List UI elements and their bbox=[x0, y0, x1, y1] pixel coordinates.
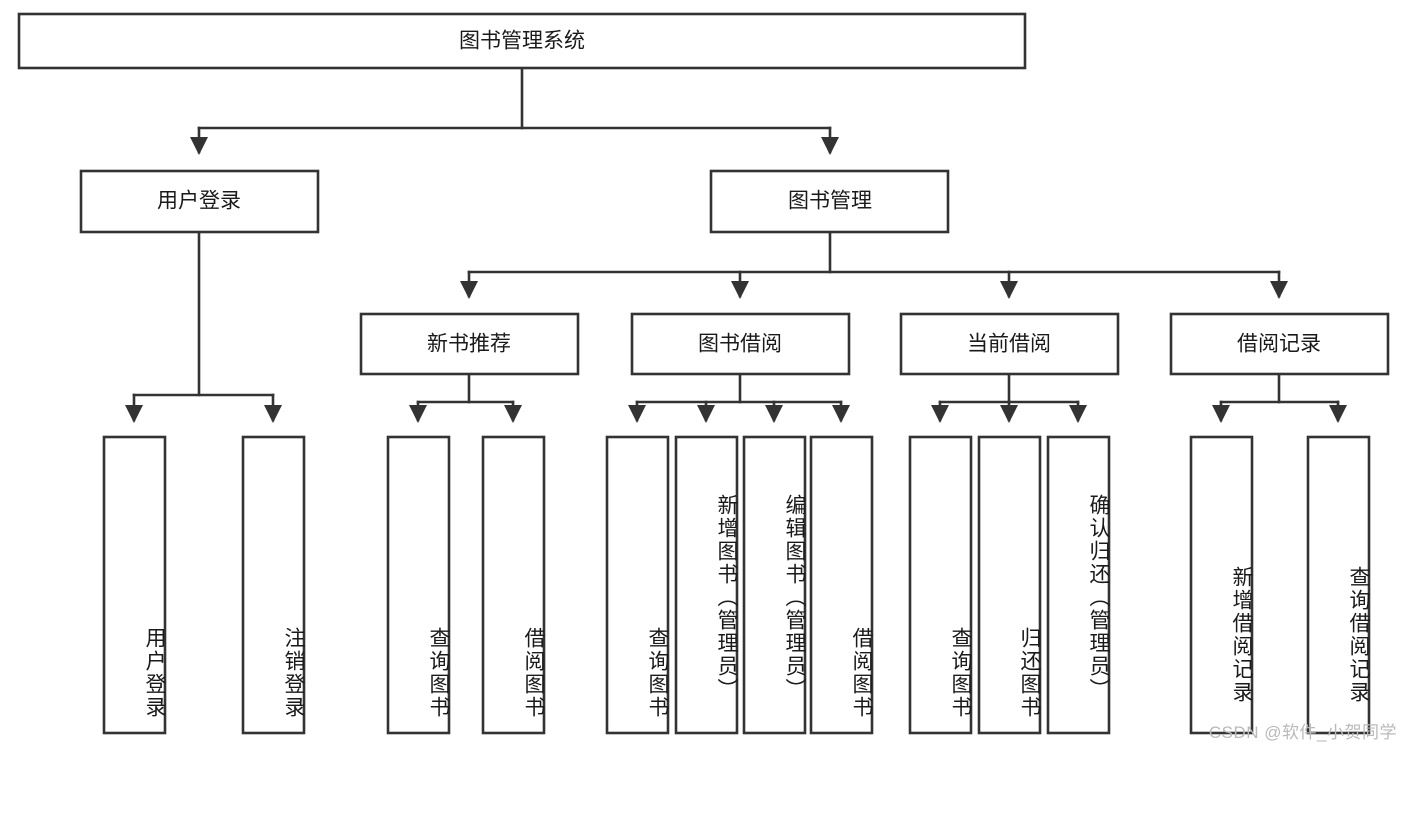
node-root[interactable]: 图书管理系统 bbox=[17, 12, 1027, 70]
connectors bbox=[124, 66, 1348, 424]
node-root-rect[interactable] bbox=[17, 12, 1027, 70]
node-borrow-record-label: 借阅记录 bbox=[1237, 333, 1321, 356]
csdn-watermark: CSDN @软件_小贺同学 bbox=[1208, 723, 1397, 742]
node-current-borrow-rect[interactable] bbox=[899, 312, 1120, 376]
nodes: 图书管理系统 用户登录 图书管理 新书推荐 图书借阅 当前 bbox=[17, 12, 1390, 735]
node-book-manage-label: 图书管理 bbox=[788, 190, 872, 213]
leaf-rect-edit-book[interactable] bbox=[742, 435, 807, 735]
node-book-borrow-rect[interactable] bbox=[630, 312, 851, 376]
leaf-rect-borrow-book-1[interactable] bbox=[481, 435, 546, 735]
leaf-rect-confirm-return[interactable] bbox=[1046, 435, 1111, 735]
node-book-manage-rect[interactable] bbox=[709, 169, 950, 234]
node-current-borrow[interactable]: 当前借阅 bbox=[899, 312, 1120, 376]
leaf-rect-user-login[interactable] bbox=[102, 435, 167, 735]
node-new-book-recommend[interactable]: 新书推荐 bbox=[359, 312, 580, 376]
node-book-borrow[interactable]: 图书借阅 bbox=[630, 312, 851, 376]
leaf-rect-return-book[interactable] bbox=[977, 435, 1042, 735]
leaf-rect-query-book-2[interactable] bbox=[605, 435, 670, 735]
node-book-manage[interactable]: 图书管理 bbox=[709, 169, 950, 234]
leaf-rect-add-record[interactable] bbox=[1189, 435, 1254, 735]
leaf-rect-query-book-1[interactable] bbox=[386, 435, 451, 735]
node-new-book-recommend-rect[interactable] bbox=[359, 312, 580, 376]
node-root-label: 图书管理系统 bbox=[459, 30, 585, 53]
leaf-rect-query-record[interactable] bbox=[1306, 435, 1371, 735]
leaf-rect-add-book[interactable] bbox=[674, 435, 739, 735]
node-book-borrow-label: 图书借阅 bbox=[698, 333, 782, 356]
tree-svg-canvas: 图书管理系统 用户登录 图书管理 新书推荐 图书借阅 当前 bbox=[17, 12, 1390, 735]
leaf-rect-query-book-3[interactable] bbox=[908, 435, 973, 735]
node-user-login-rect[interactable] bbox=[79, 169, 320, 234]
node-borrow-record-rect[interactable] bbox=[1169, 312, 1390, 376]
leaf-rect-user-logout[interactable] bbox=[241, 435, 306, 735]
hierarchy-diagram: 图书管理系统 用户登录 图书管理 新书推荐 图书借阅 当前 bbox=[17, 12, 1397, 742]
leaf-rect-borrow-book-2[interactable] bbox=[809, 435, 874, 735]
node-new-book-recommend-label: 新书推荐 bbox=[427, 333, 511, 356]
node-borrow-record[interactable]: 借阅记录 bbox=[1169, 312, 1390, 376]
node-current-borrow-label: 当前借阅 bbox=[967, 333, 1051, 356]
node-user-login-label: 用户登录 bbox=[157, 190, 241, 213]
node-user-login[interactable]: 用户登录 bbox=[79, 169, 320, 234]
